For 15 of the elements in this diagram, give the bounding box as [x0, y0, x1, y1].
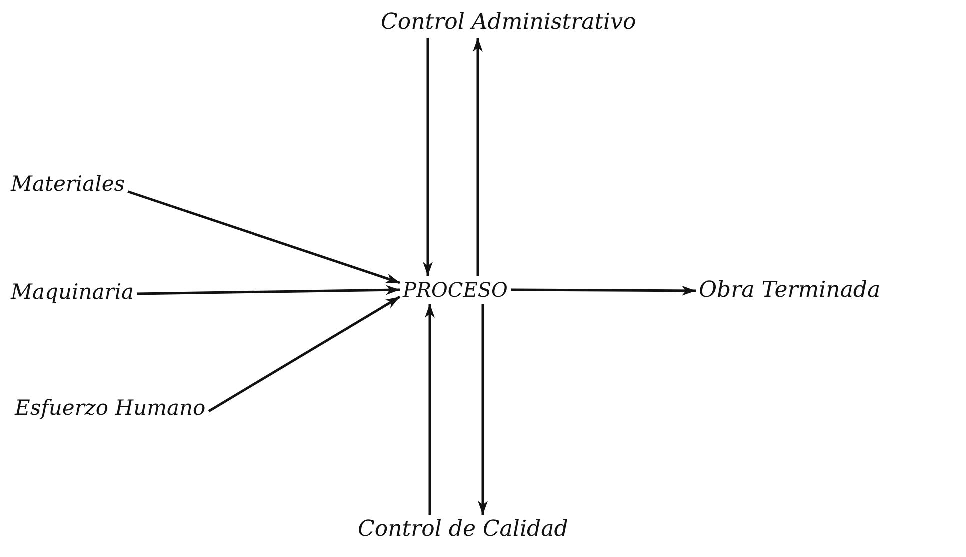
flow-label: Control Administrativo [378, 8, 640, 38]
flow-label: PROCESO [400, 276, 511, 304]
flow-label: Esfuerzo Humano [12, 394, 209, 424]
flow-label: Control de Calidad [355, 515, 572, 546]
arrow [473, 38, 483, 276]
arrow [425, 304, 435, 515]
arrow [423, 38, 433, 276]
arrow [478, 304, 488, 515]
arrow [128, 190, 400, 284]
flow-label: Maquinaria [8, 278, 138, 308]
flow-label: Materiales [8, 170, 128, 200]
arrow [511, 286, 696, 296]
arrow [208, 296, 401, 412]
flow-label: Obra Terminada [696, 276, 884, 306]
arrow [136, 285, 400, 296]
